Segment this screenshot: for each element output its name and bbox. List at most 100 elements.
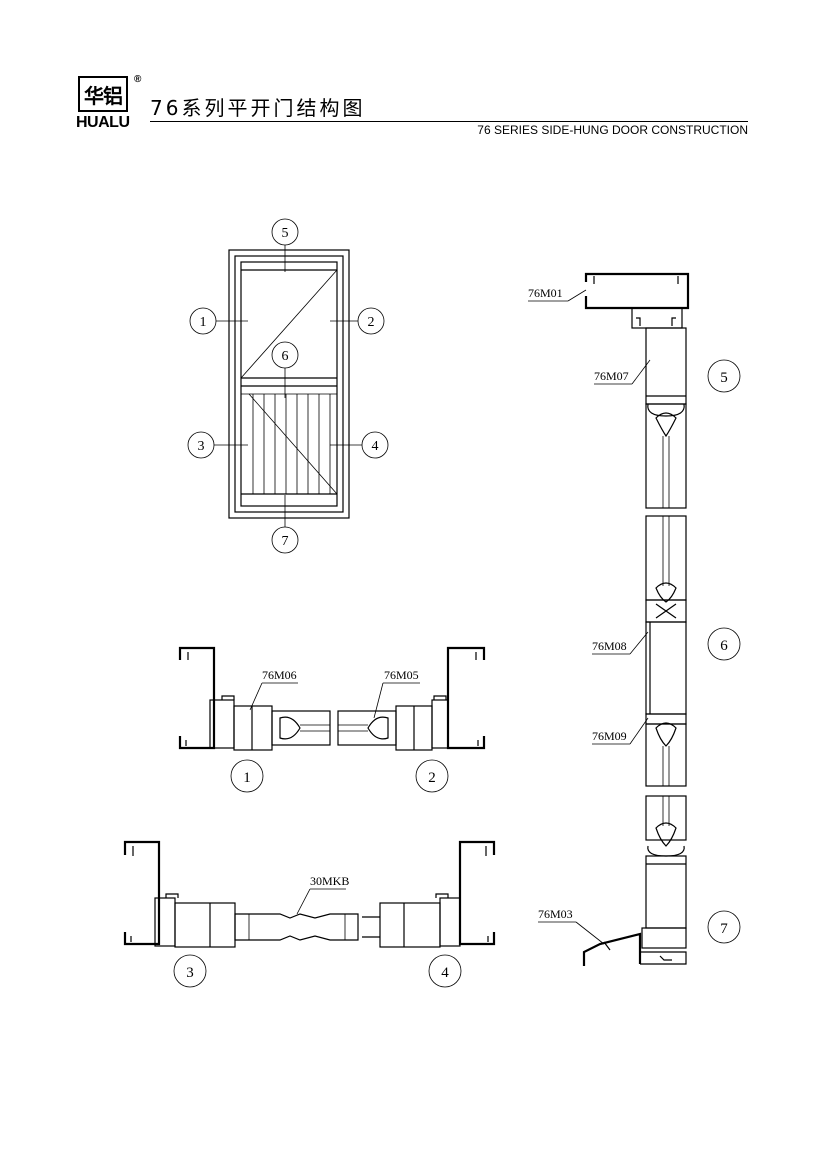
drawing-line — [645, 795, 687, 841]
drawing-line — [123, 840, 161, 946]
callout-number: 6 — [282, 349, 289, 364]
section-1-2: 76M06 76M05 1 2 — [178, 646, 486, 793]
drawing-line — [240, 269, 338, 379]
callout-3 — [187, 431, 215, 459]
callout-4 — [428, 954, 462, 988]
callout-number: 3 — [198, 439, 205, 454]
drawing-line — [233, 705, 273, 751]
drawing-line — [593, 276, 679, 284]
drawing-line — [221, 695, 235, 700]
drawing-line — [178, 646, 216, 750]
callout-number: 7 — [282, 534, 289, 549]
callout-7 — [271, 526, 299, 554]
hualu-logo: 华铝 — [76, 76, 132, 130]
drawing-line — [234, 255, 344, 513]
callout-number: 4 — [441, 965, 449, 981]
drawing-line — [475, 652, 479, 746]
title-rule — [150, 121, 748, 122]
callout-number: 1 — [200, 315, 207, 330]
callout-number: 5 — [720, 370, 728, 386]
drawing-line — [645, 621, 687, 715]
drawing-line — [584, 272, 690, 310]
callout-number: 1 — [243, 770, 251, 786]
label-76m07: 76M07 — [594, 369, 629, 383]
callout-1 — [189, 307, 217, 335]
door-elevation: 5 1 2 6 3 4 7 — [187, 218, 389, 554]
drawing-line — [655, 582, 677, 603]
page-title: 76系列平开门结构图 — [150, 96, 366, 120]
drawing-line — [655, 603, 677, 619]
drawing-line — [647, 403, 685, 417]
drawing-line — [645, 723, 687, 787]
label-76m03: 76M03 — [538, 907, 573, 921]
drawing-line — [582, 932, 642, 966]
callout-number: 2 — [428, 770, 436, 786]
drawing-line — [174, 902, 236, 948]
drawing-line — [575, 921, 605, 945]
drawing-line — [362, 916, 380, 938]
drawing-line — [659, 955, 672, 961]
drawing-line — [165, 893, 179, 898]
drawing-line — [645, 403, 687, 509]
drawing-line — [655, 822, 677, 847]
drawing-line — [279, 716, 301, 740]
drawing-line — [435, 893, 449, 898]
drawing-line — [636, 317, 676, 326]
drawing-line — [185, 652, 189, 746]
drawing-line — [567, 289, 587, 302]
section-3-4: 30MKB 3 4 — [123, 840, 496, 988]
drawing-line — [249, 682, 263, 711]
callout-number: 3 — [186, 965, 194, 981]
drawing-line — [234, 913, 359, 941]
callout-number: 4 — [372, 439, 379, 454]
drawing-line — [645, 855, 687, 929]
drawing-line — [439, 897, 461, 947]
drawing-line — [271, 710, 331, 746]
label-76m06: 76M06 — [262, 668, 297, 682]
callout-1 — [230, 759, 264, 793]
label-30mkb: 30MKB — [310, 874, 349, 888]
drawing-line — [655, 722, 677, 747]
drawing-line — [645, 327, 687, 405]
drawing-line — [130, 846, 134, 942]
label-76m01: 76M01 — [528, 286, 563, 300]
drawing-line — [431, 699, 449, 749]
drawing-line — [248, 393, 338, 495]
label-76m05: 76M05 — [384, 668, 419, 682]
drawing-line — [379, 902, 441, 948]
elevation-callouts: 5 1 2 6 3 4 7 — [187, 218, 389, 554]
drawing-line — [367, 716, 389, 740]
callout-number: 7 — [720, 921, 728, 937]
drawing-line — [631, 359, 651, 385]
callout-3 — [173, 954, 207, 988]
callout-4 — [361, 431, 389, 459]
logo-text: HUALU — [76, 114, 130, 131]
drawing-line — [629, 631, 649, 655]
drawing-line — [458, 840, 496, 946]
drawing-line — [373, 682, 384, 719]
drawing-line — [641, 927, 687, 949]
drawing-line — [645, 515, 687, 601]
drawing-line — [337, 710, 397, 746]
drawing-line — [603, 941, 687, 965]
callout-5 — [707, 359, 741, 393]
page-subtitle: 76 SERIES SIDE-HUNG DOOR CONSTRUCTION — [477, 123, 748, 137]
drawing-line — [629, 717, 649, 745]
drawing-line — [433, 695, 447, 700]
drawing-line — [647, 845, 685, 857]
callout-number: 5 — [282, 226, 289, 241]
callout-5 — [271, 218, 299, 246]
registered-mark: ® — [134, 74, 142, 85]
logo-mark: 华铝 — [78, 76, 128, 112]
callout-number: 6 — [720, 638, 728, 654]
callout-2 — [415, 759, 449, 793]
callout-7 — [707, 910, 741, 944]
label-76m08: 76M08 — [592, 639, 627, 653]
drawing-line — [485, 846, 489, 942]
sash-frame — [240, 261, 338, 507]
panel-slats — [241, 393, 337, 494]
drawing-line — [655, 412, 677, 438]
outer-frame — [228, 249, 350, 519]
drawing-line — [296, 888, 311, 915]
